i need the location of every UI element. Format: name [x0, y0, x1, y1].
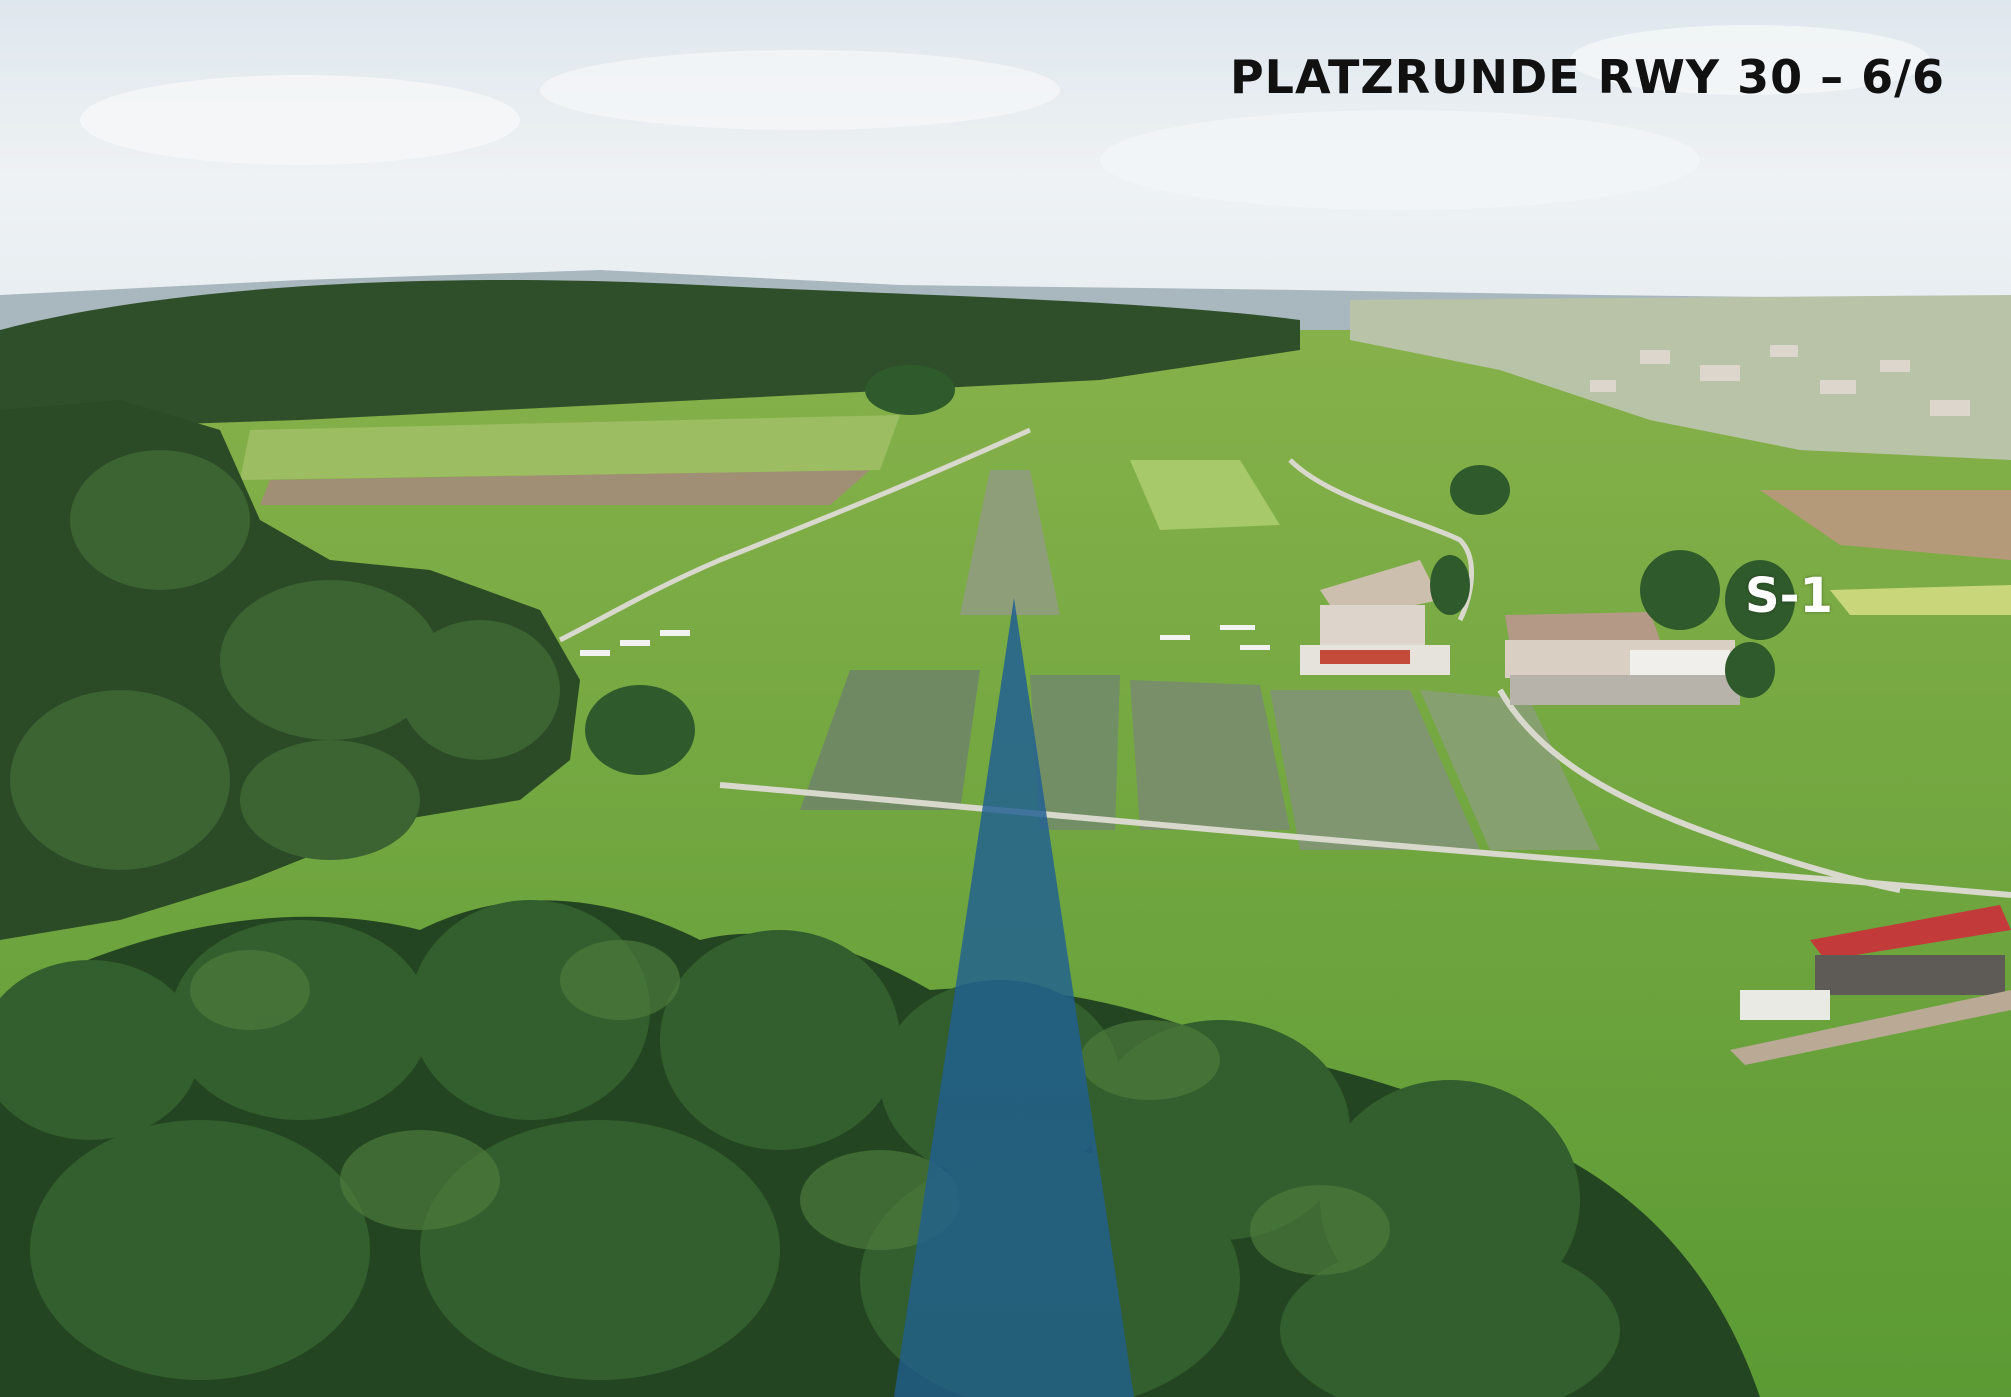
crop-field: [1130, 680, 1290, 830]
road: [1497, 688, 1901, 893]
crop-field: [1270, 690, 1480, 850]
red-roof-shed: [1730, 905, 2011, 1065]
road: [719, 782, 2011, 898]
field-strip: [1830, 585, 2011, 615]
crop-field: [1420, 690, 1600, 850]
field-strip: [240, 415, 900, 480]
tree-cluster: [585, 365, 1795, 775]
plowed-field-right: [1760, 490, 2011, 560]
cloud: [540, 50, 1060, 130]
left-forest-canopy: [10, 450, 560, 870]
foreground-canopy-highlights: [190, 940, 1390, 1275]
cloud: [1100, 110, 1700, 210]
cloud: [1570, 25, 1930, 95]
forest-ridge: [0, 280, 1300, 430]
village-houses: [1590, 345, 1970, 416]
page-title: PLATZRUNDE RWY 30 – 6/6: [1229, 50, 1945, 104]
crop-field: [800, 670, 980, 810]
parked-aircraft: [580, 625, 1270, 656]
airfield-buildings: [1300, 560, 1740, 705]
reporting-point-label: S-1: [1745, 568, 1833, 624]
field-strip: [1130, 460, 1280, 530]
runway: [960, 470, 1060, 615]
plowed-field: [260, 470, 870, 505]
cloud: [80, 75, 520, 165]
village: [1350, 295, 2011, 460]
crop-field: [1030, 675, 1120, 830]
approach-path-indicator: [894, 598, 1134, 1397]
road: [558, 427, 1032, 643]
